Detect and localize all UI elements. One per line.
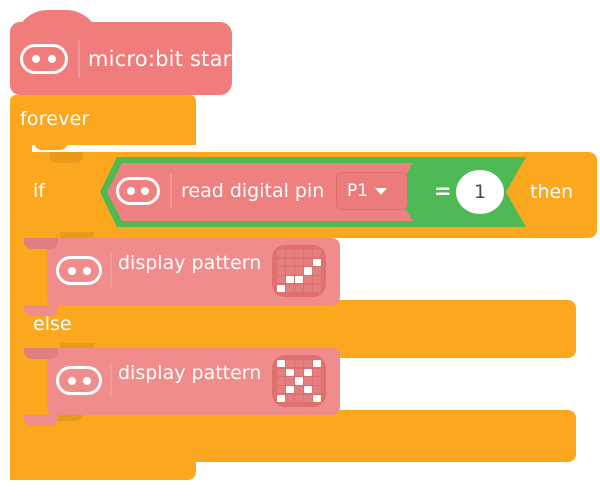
led-cell-1-1[interactable] (286, 368, 294, 376)
forever-inner-notch (34, 139, 68, 150)
led-cell-3-0[interactable] (277, 276, 285, 284)
led-cell-3-1[interactable] (286, 386, 294, 394)
stmt2-top-notch (24, 348, 58, 359)
stmt2-bottom-notch (24, 415, 58, 426)
stmt1-top-notch (24, 238, 58, 249)
else-label: else (33, 313, 72, 335)
led-cell-3-2[interactable] (295, 386, 303, 394)
block-forever-label: forever (20, 108, 90, 130)
led-cell-0-3[interactable] (304, 360, 312, 368)
stmt1-bottom-notch (24, 305, 58, 316)
led-cell-0-1[interactable] (286, 250, 294, 258)
led-cell-2-4[interactable] (313, 377, 321, 385)
pin-dropdown[interactable]: P1 (336, 172, 408, 210)
led-cell-0-4[interactable] (313, 250, 321, 258)
led-cell-3-4[interactable] (313, 276, 321, 284)
led-cell-0-0[interactable] (277, 250, 285, 258)
led-cell-1-1[interactable] (286, 258, 294, 266)
led-cell-4-2[interactable] (295, 394, 303, 402)
read-digital-pin-label: read digital pin (181, 180, 325, 202)
led-cell-1-2[interactable] (295, 368, 303, 376)
led-cell-0-1[interactable] (286, 360, 294, 368)
led-cell-4-4[interactable] (313, 284, 321, 292)
block-divider (170, 174, 172, 208)
led-matrix-field-else[interactable] (272, 355, 326, 407)
led-cell-1-0[interactable] (277, 258, 285, 266)
led-cell-0-0[interactable] (277, 360, 285, 368)
led-cell-2-3[interactable] (304, 267, 312, 275)
led-cell-2-0[interactable] (277, 377, 285, 385)
led-matrix-field-then[interactable] (272, 245, 326, 297)
led-cell-3-2[interactable] (295, 276, 303, 284)
led-cell-2-0[interactable] (277, 267, 285, 275)
led-cell-1-0[interactable] (277, 368, 285, 376)
block-divider (78, 40, 80, 78)
pin-dropdown-value: P1 (347, 181, 369, 201)
led-cell-1-2[interactable] (295, 258, 303, 266)
if-top-notch (49, 152, 83, 163)
then-label: then (530, 181, 574, 203)
led-cell-2-1[interactable] (286, 267, 294, 275)
microbit-logo-icon (56, 256, 102, 285)
display-pattern-label: display pattern (118, 252, 262, 274)
number-input-field[interactable]: 1 (456, 170, 504, 214)
led-cell-4-0[interactable] (277, 284, 285, 292)
if-label: if (33, 180, 45, 202)
if-then-slot-notch (60, 232, 94, 243)
block-if-footer[interactable] (25, 410, 576, 462)
led-cell-4-3[interactable] (304, 284, 312, 292)
microbit-logo-icon (56, 366, 102, 395)
block-microbit-starts[interactable] (10, 22, 232, 95)
led-cell-0-4[interactable] (313, 360, 321, 368)
led-cell-1-4[interactable] (313, 368, 321, 376)
if-bottom-notch (49, 410, 83, 421)
led-cell-0-2[interactable] (295, 250, 303, 258)
block-divider (110, 362, 112, 398)
led-cell-4-2[interactable] (295, 284, 303, 292)
led-cell-2-3[interactable] (304, 377, 312, 385)
led-cell-3-3[interactable] (304, 276, 312, 284)
equals-operator-label: = (434, 179, 452, 203)
led-cell-4-1[interactable] (286, 394, 294, 402)
led-cell-2-2[interactable] (295, 377, 303, 385)
chevron-down-icon (375, 187, 388, 195)
microbit-logo-icon (20, 44, 68, 74)
led-cell-4-0[interactable] (277, 394, 285, 402)
block-divider (110, 252, 112, 288)
led-cell-1-4[interactable] (313, 258, 321, 266)
led-cell-1-3[interactable] (304, 368, 312, 376)
hat-block-label: micro:bit starts (88, 47, 252, 71)
led-cell-0-2[interactable] (295, 360, 303, 368)
led-cell-4-1[interactable] (286, 284, 294, 292)
led-cell-3-0[interactable] (277, 386, 285, 394)
display-pattern-label: display pattern (118, 362, 262, 384)
led-cell-2-1[interactable] (286, 377, 294, 385)
led-cell-1-3[interactable] (304, 258, 312, 266)
led-cell-3-1[interactable] (286, 276, 294, 284)
led-cell-2-2[interactable] (295, 267, 303, 275)
microbit-logo-icon (116, 177, 160, 205)
led-cell-3-4[interactable] (313, 386, 321, 394)
led-cell-4-4[interactable] (313, 394, 321, 402)
number-input-value: 1 (473, 181, 487, 203)
block-forever-header[interactable] (10, 95, 196, 145)
led-cell-0-3[interactable] (304, 250, 312, 258)
led-cell-4-3[interactable] (304, 394, 312, 402)
led-cell-3-3[interactable] (304, 386, 312, 394)
led-cell-2-4[interactable] (313, 267, 321, 275)
